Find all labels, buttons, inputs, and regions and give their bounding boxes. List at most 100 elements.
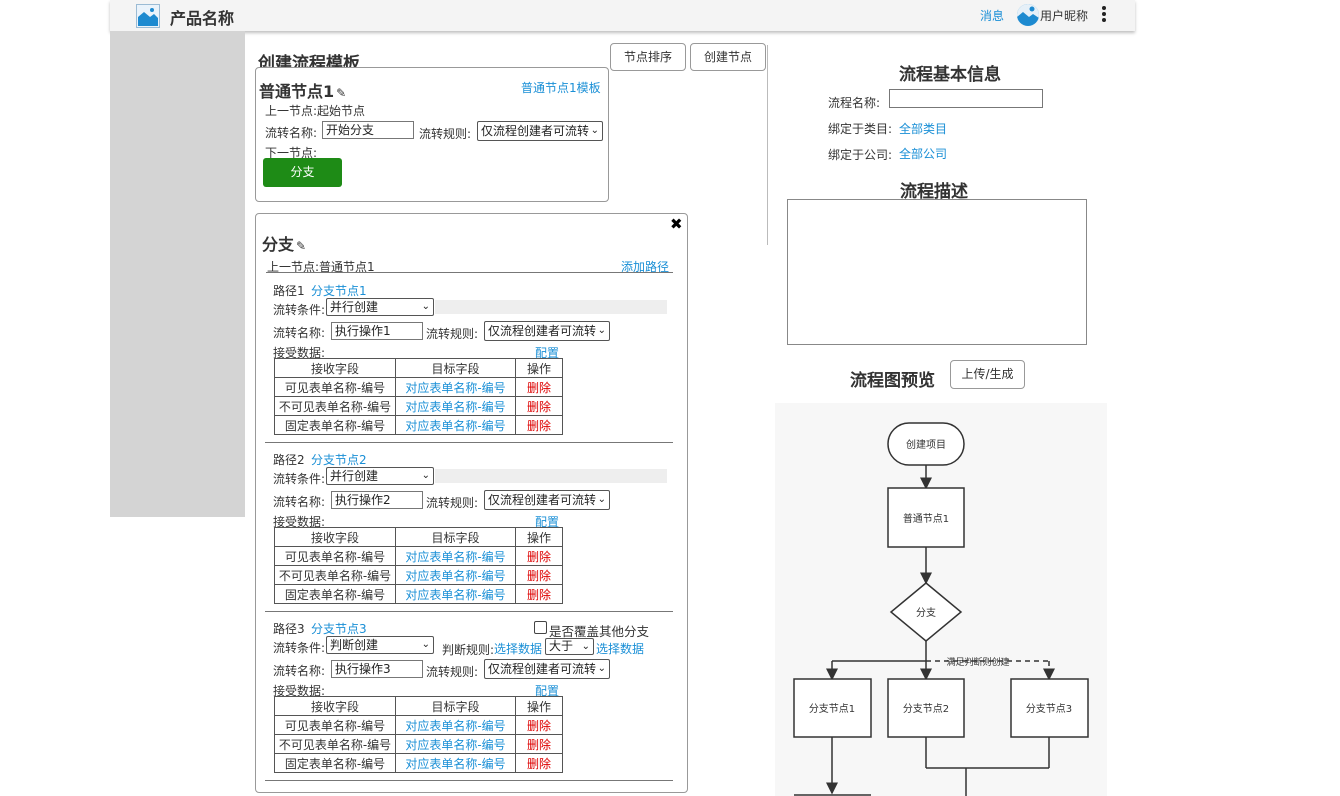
condition-value: 并行创建: [330, 300, 379, 314]
cover-branches-checkbox[interactable]: [534, 621, 547, 634]
target-link[interactable]: 对应表单名称-编号: [395, 415, 516, 435]
rule-select[interactable]: 仅流程创建者可流转⌄: [477, 121, 603, 141]
field-cell: 固定表单名称-编号: [274, 584, 396, 604]
condition-select[interactable]: 并行创建⌄: [326, 298, 434, 316]
cover-branches-label: 是否覆盖其他分支: [549, 624, 650, 639]
chevron-down-icon: ⌄: [590, 125, 599, 136]
column-header: 接收字段: [274, 527, 396, 547]
transfer-name-input[interactable]: 开始分支: [322, 121, 414, 139]
target-link[interactable]: 对应表单名称-编号: [395, 377, 516, 397]
rule-label: 流转规则:: [426, 496, 479, 510]
upload-generate-button[interactable]: 上传/生成: [950, 360, 1025, 389]
product-logo-icon: [136, 4, 160, 28]
column-header: 操作: [515, 358, 563, 378]
add-path-link[interactable]: 添加路径: [621, 260, 670, 274]
rule-label: 流转规则:: [426, 327, 479, 341]
delete-link[interactable]: 删除: [515, 546, 563, 566]
process-name-label: 流程名称:: [828, 96, 881, 110]
edit-icon[interactable]: ✎: [336, 86, 347, 100]
user-avatar[interactable]: [1017, 4, 1039, 26]
target-link[interactable]: 对应表单名称-编号: [395, 715, 516, 735]
target-link[interactable]: 对应表单名称-编号: [395, 565, 516, 585]
delete-link[interactable]: 删除: [515, 753, 563, 773]
condition-select[interactable]: 判断创建⌄: [326, 636, 434, 654]
rule-select-value: 仅流程创建者可流转: [481, 124, 590, 138]
judge-operator-select[interactable]: 大于⌄: [545, 638, 594, 655]
table-row: 固定表单名称-编号 对应表单名称-编号 删除: [274, 753, 563, 773]
chevron-down-icon: ⌄: [421, 470, 430, 481]
edit-icon[interactable]: ✎: [296, 239, 307, 253]
company-link[interactable]: 全部公司: [899, 147, 948, 161]
target-link[interactable]: 对应表单名称-编号: [395, 396, 516, 416]
node-template-link[interactable]: 普通节点1模板: [521, 81, 601, 95]
transfer-name-label: 流转名称:: [273, 495, 326, 509]
target-link[interactable]: 对应表单名称-编号: [395, 584, 516, 604]
sort-nodes-button[interactable]: 节点排序: [610, 43, 686, 71]
column-header: 操作: [515, 696, 563, 716]
process-name-input[interactable]: [889, 89, 1043, 108]
column-header: 接收字段: [274, 696, 396, 716]
flow-branch-label: 分支: [916, 607, 936, 619]
delete-link[interactable]: 删除: [515, 584, 563, 604]
category-link[interactable]: 全部类目: [899, 122, 948, 136]
info-title: 流程基本信息: [899, 65, 1001, 85]
path-node-link[interactable]: 分支节点3: [311, 622, 367, 636]
node-title: 普通节点1: [259, 82, 335, 101]
delete-link[interactable]: 删除: [515, 396, 563, 416]
config-link[interactable]: 配置: [535, 346, 560, 360]
rule-select[interactable]: 仅流程创建者可流转⌄: [484, 321, 610, 341]
receive-data-label: 接受数据:: [273, 346, 326, 360]
flow-b1-label: 分支节点1: [809, 703, 855, 715]
field-cell: 可见表单名称-编号: [274, 377, 396, 397]
field-cell: 可见表单名称-编号: [274, 715, 396, 735]
rule-select-value: 仅流程创建者可流转: [488, 324, 597, 338]
delete-link[interactable]: 删除: [515, 715, 563, 735]
rule-select[interactable]: 仅流程创建者可流转⌄: [484, 490, 610, 510]
path-node-link[interactable]: 分支节点2: [311, 453, 367, 467]
condition-label: 流转条件:: [273, 303, 326, 317]
judge-right-link[interactable]: 选择数据: [596, 642, 645, 656]
target-link[interactable]: 对应表单名称-编号: [395, 734, 516, 754]
transfer-name-input[interactable]: 执行操作3: [331, 660, 423, 678]
table-header-row: 接收字段 目标字段 操作: [274, 527, 563, 547]
next-node-label: 下一节点:: [265, 146, 318, 160]
path-label: 路径1: [273, 284, 305, 298]
delete-link[interactable]: 删除: [515, 377, 563, 397]
messages-link[interactable]: 消息: [980, 9, 1005, 23]
delete-link[interactable]: 删除: [515, 734, 563, 754]
description-title: 流程描述: [900, 182, 968, 202]
close-icon[interactable]: ✖: [670, 215, 683, 233]
field-cell: 固定表单名称-编号: [274, 415, 396, 435]
target-link[interactable]: 对应表单名称-编号: [395, 753, 516, 773]
branch-node-button[interactable]: 分支: [263, 158, 342, 187]
rule-select[interactable]: 仅流程创建者可流转⌄: [484, 659, 610, 679]
transfer-name-label: 流转名称:: [273, 326, 326, 340]
branch-node-3-box: [1010, 678, 1089, 738]
judge-operator-value: 大于: [549, 639, 574, 653]
user-nickname[interactable]: 用户昵称: [1040, 9, 1089, 23]
config-link[interactable]: 配置: [535, 515, 560, 529]
flowchart-svg: 创建项目 普通节点1 分支 满足判断则创建 分支节点1 分支节点2 分支节点3: [793, 422, 1089, 796]
judge-rule-label: 判断规则:: [442, 643, 495, 657]
transfer-name-input[interactable]: 执行操作1: [331, 322, 423, 340]
receive-data-table: 接收字段 目标字段 操作 可见表单名称-编号 对应表单名称-编号 删除 不可见表…: [274, 696, 563, 773]
create-node-button[interactable]: 创建节点: [690, 43, 766, 71]
judge-left-link[interactable]: 选择数据: [494, 642, 543, 656]
flow-condition-label: 满足判断则创建: [946, 656, 1009, 668]
delete-link[interactable]: 删除: [515, 415, 563, 435]
kebab-icon[interactable]: [1102, 6, 1106, 24]
field-cell: 不可见表单名称-编号: [274, 565, 396, 585]
target-link[interactable]: 对应表单名称-编号: [395, 546, 516, 566]
delete-link[interactable]: 删除: [515, 565, 563, 585]
field-cell: 不可见表单名称-编号: [274, 396, 396, 416]
config-link[interactable]: 配置: [535, 684, 560, 698]
transfer-name-input[interactable]: 执行操作2: [331, 491, 423, 509]
column-header: 目标字段: [395, 527, 516, 547]
description-textarea[interactable]: [787, 199, 1087, 345]
condition-select[interactable]: 并行创建⌄: [326, 467, 434, 485]
condition-label: 流转条件:: [273, 641, 326, 655]
branch-prev-label: 上一节点:普通节点1: [267, 260, 375, 274]
branch-title: 分支: [262, 235, 295, 254]
table-header-row: 接收字段 目标字段 操作: [274, 696, 563, 716]
path-node-link[interactable]: 分支节点1: [311, 284, 367, 298]
